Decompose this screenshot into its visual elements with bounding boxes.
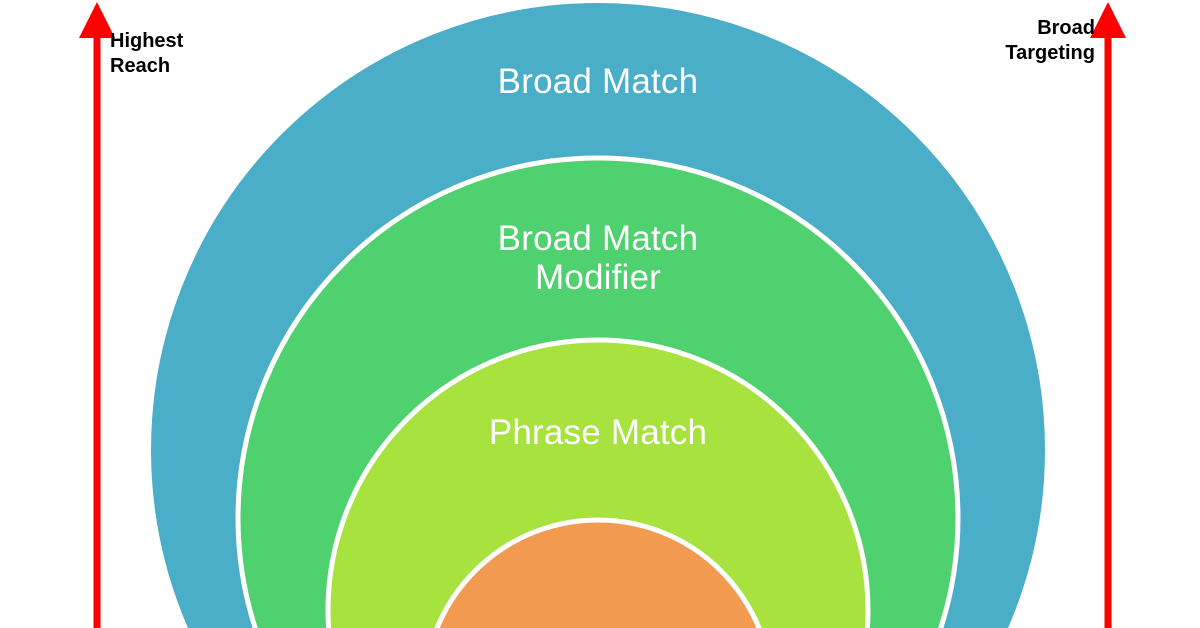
left-arrow-caption: Highest Reach — [110, 30, 184, 77]
right-arrow-icon — [1090, 2, 1126, 628]
ring-label-broad-match-modifier: Broad Match Modifier — [497, 219, 699, 298]
ring-innermost-match — [434, 517, 762, 628]
right-arrow-caption: Broad Targeting — [1005, 17, 1095, 64]
ring-phrase-match — [325, 337, 871, 628]
left-arrow-icon — [79, 2, 115, 628]
ring-label-broad-match: Broad Match — [497, 62, 699, 101]
ring-label-phrase-match: Phrase Match — [488, 413, 708, 452]
